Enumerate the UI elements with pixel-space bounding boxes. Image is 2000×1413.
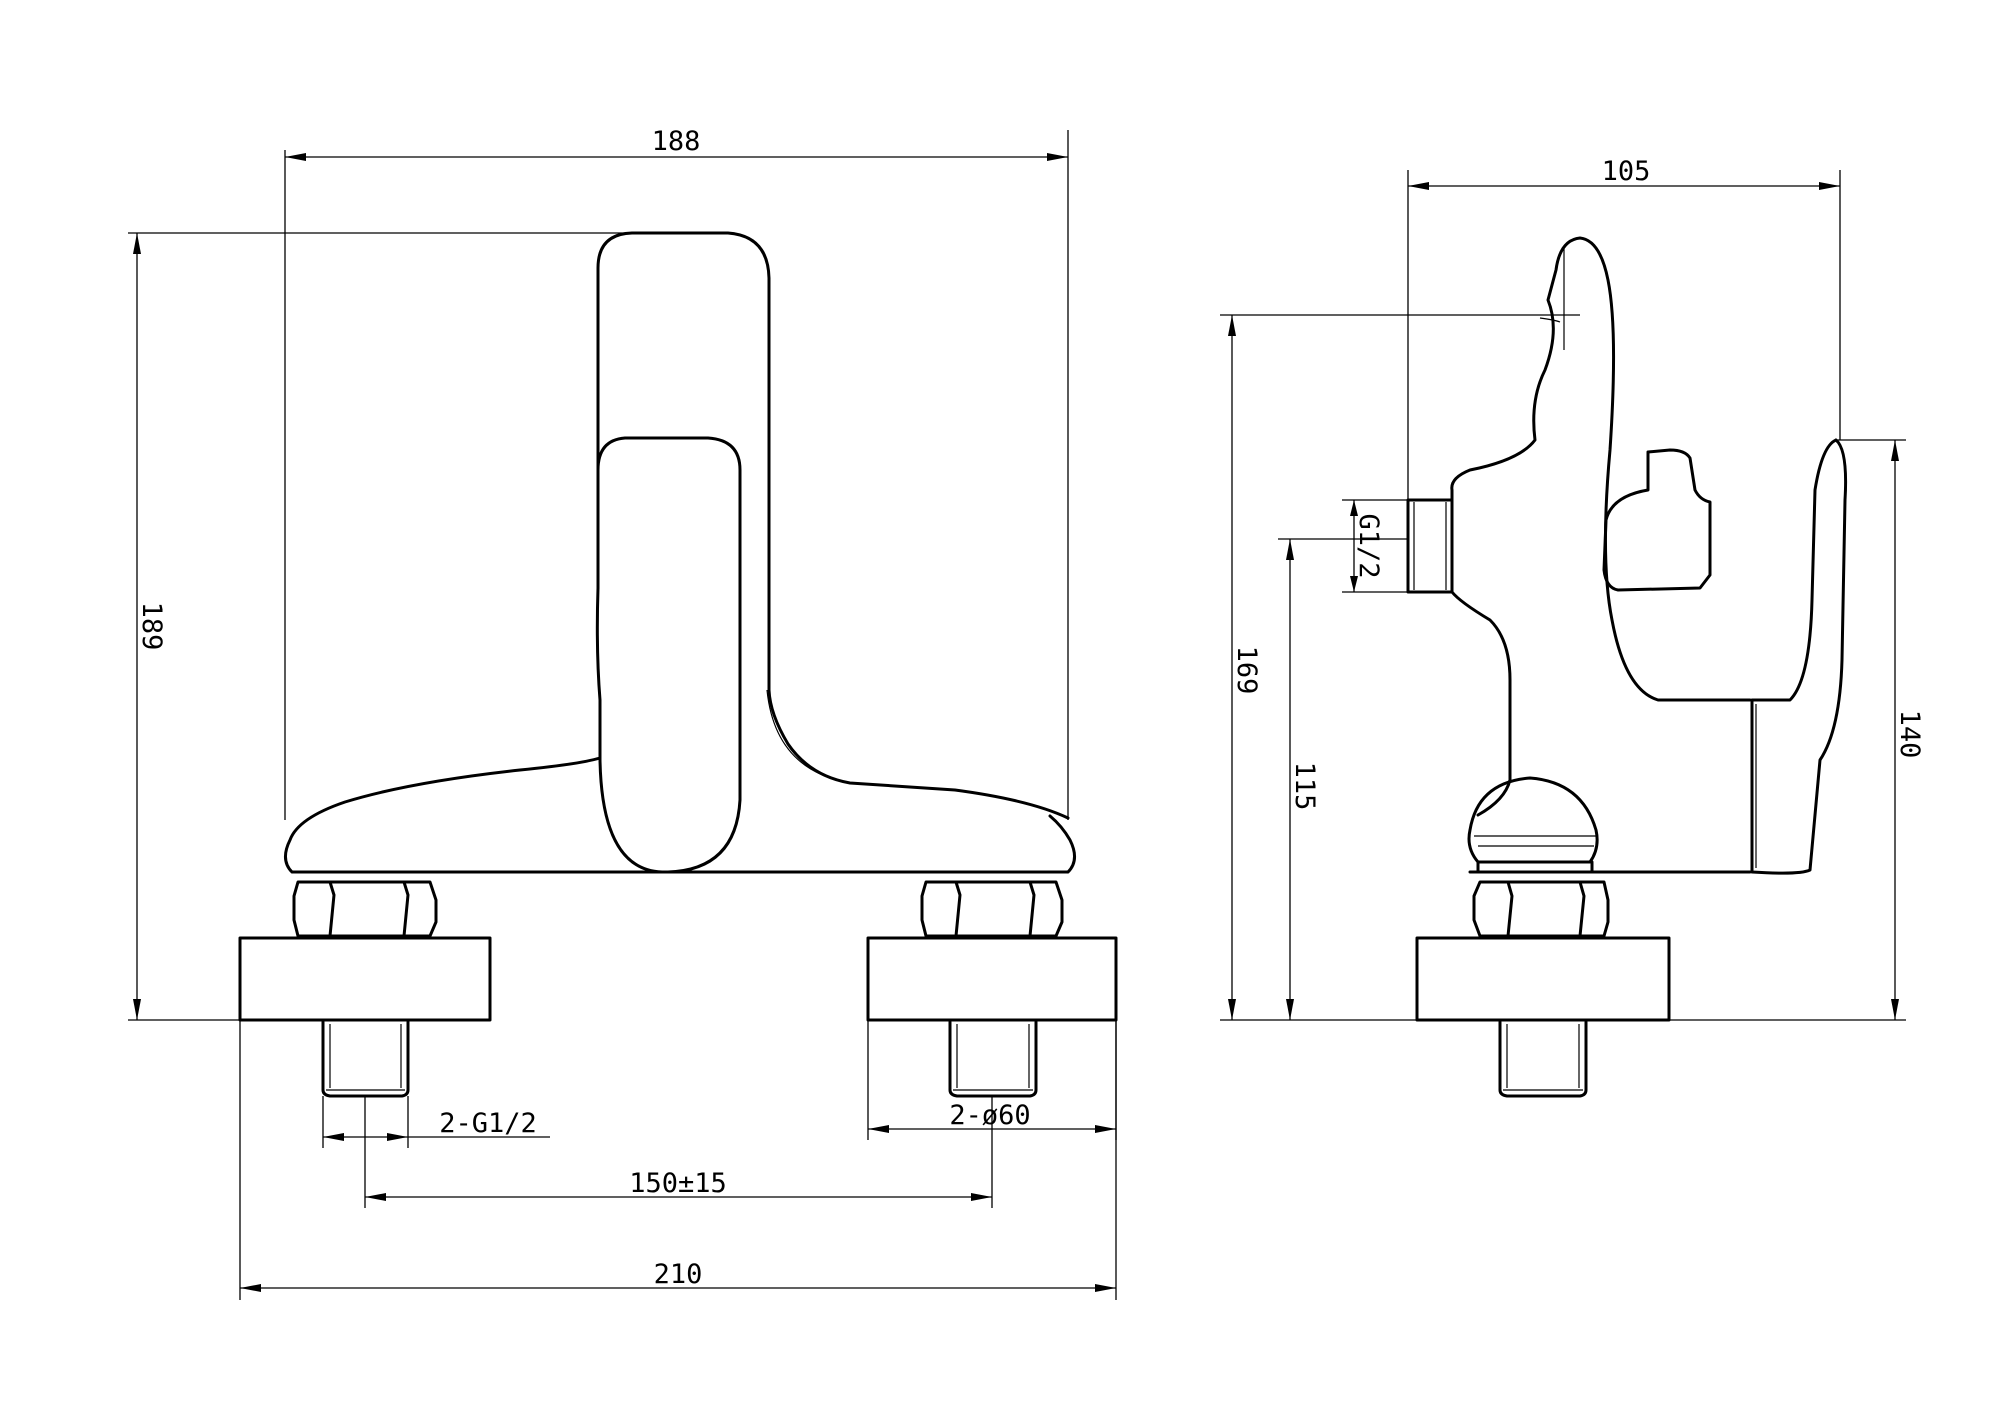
dim-side-outlet-height: 115 <box>1289 762 1320 811</box>
dim-front-height: 189 <box>136 602 167 651</box>
side-spout <box>1450 236 1752 817</box>
front-spout <box>595 231 1070 874</box>
side-inlet-thread <box>1498 1020 1588 1098</box>
side-view <box>1406 236 1848 1098</box>
side-lever-knob <box>1602 448 1712 592</box>
side-flange <box>1415 936 1671 1022</box>
side-dimension-lines <box>1220 170 1906 1021</box>
dim-inlet-thread: 2-G1/2 <box>439 1108 537 1139</box>
side-hex-nut <box>1472 880 1610 938</box>
dim-outlet-thread: G1/2 <box>1353 513 1384 578</box>
dim-side-height: 169 <box>1231 646 1262 695</box>
dim-center-distance: 150±15 <box>629 1168 727 1199</box>
dim-side-handle-height: 140 <box>1894 710 1925 759</box>
left-inlet-thread <box>321 1020 410 1098</box>
front-body-base <box>284 756 1076 874</box>
front-dimension-lines <box>128 130 1117 1300</box>
front-view <box>238 231 1118 1098</box>
dim-front-width: 188 <box>652 126 701 157</box>
dim-overall-width: 210 <box>654 1259 703 1290</box>
left-flange <box>238 936 492 1022</box>
right-inlet-thread <box>948 1020 1038 1098</box>
dim-flange-diameter: 2-ø60 <box>949 1100 1030 1131</box>
right-flange <box>866 936 1118 1022</box>
left-hex-nut <box>292 880 438 938</box>
right-hex-nut <box>920 880 1064 938</box>
side-lever-handle <box>1750 438 1848 875</box>
dim-side-depth: 105 <box>1602 156 1651 187</box>
side-outlet-nipple <box>1406 498 1454 594</box>
side-cap <box>1467 776 1599 864</box>
